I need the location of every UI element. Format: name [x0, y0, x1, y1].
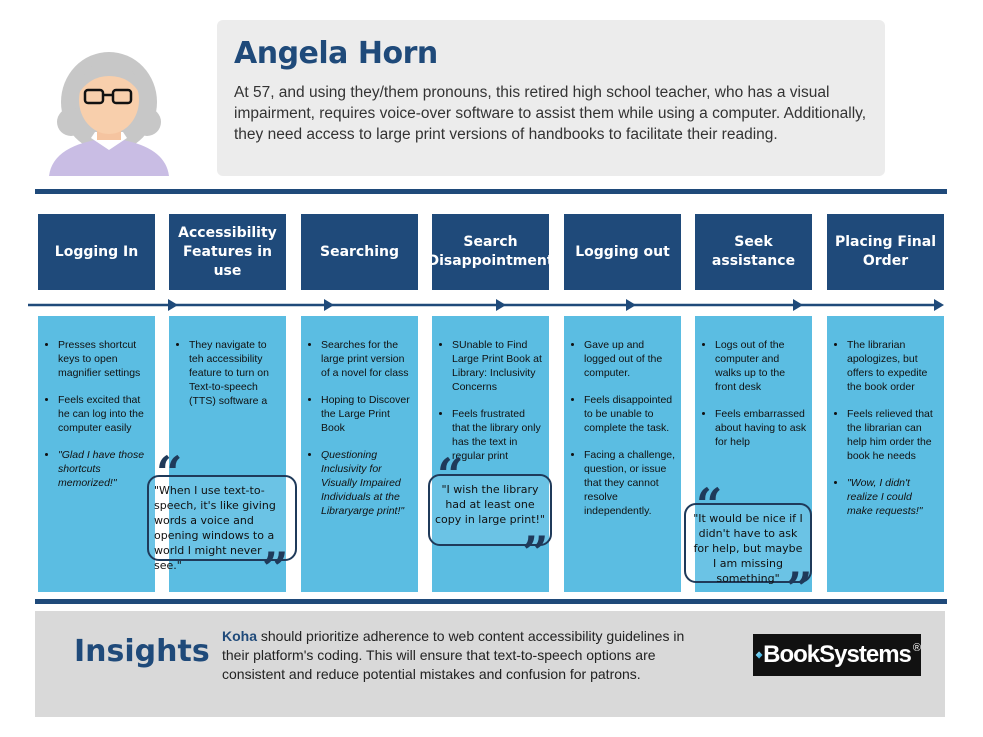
close-quote-icon: ” — [786, 562, 813, 616]
list-item: Feels frustrated that the library only h… — [452, 407, 545, 463]
list-item: "Glad I have those shortcuts memorized!" — [58, 448, 151, 490]
list-item: Logs out of the computer and walks up to… — [715, 338, 808, 394]
list-item: "Wow, I didn't realize I could make requ… — [847, 476, 940, 518]
list-item: Gave up and logged out of the computer. — [584, 338, 677, 380]
column-placing-final-order: The librarian apologizes, but offers to … — [827, 316, 944, 592]
list-item: Feels excited that he can log into the c… — [58, 393, 151, 435]
insights-text: Koha should prioritize adherence to web … — [222, 627, 692, 684]
stage-searching: Searching — [301, 214, 418, 290]
list-item: Feels disappointed to be unable to compl… — [584, 393, 677, 435]
list-item: Presses shortcut keys to open magnifier … — [58, 338, 151, 380]
quote-search-disappointment: "I wish the library had at least one cop… — [428, 474, 552, 546]
list-item: Facing a challenge, question, or issue t… — [584, 448, 677, 518]
diamond-logo-icon — [755, 651, 763, 659]
insights-brand: Koha — [222, 628, 257, 644]
list-item: They navigate to teh accessibility featu… — [189, 338, 282, 408]
column-logging-in: Presses shortcut keys to open magnifier … — [38, 316, 155, 592]
column-searching: Searches for the large print version of … — [301, 316, 418, 592]
quote-seek-assistance: "It would be nice if I didn't have to as… — [684, 503, 812, 585]
stage-search-disappointment: Search Disappointment — [427, 214, 554, 290]
column-logging-out: Gave up and logged out of the computer. … — [564, 316, 681, 592]
list-item: SUnable to Find Large Print Book at Libr… — [452, 338, 545, 394]
list-item: Questioning Inclusivity for Visually Imp… — [321, 448, 414, 518]
close-quote-icon: ” — [262, 542, 289, 596]
timeline-arrow — [28, 299, 944, 311]
logo-text: BookSystems — [763, 641, 912, 668]
open-quote-icon: “ — [156, 446, 183, 500]
bottom-divider — [35, 599, 947, 604]
stage-logging-in: Logging In — [38, 214, 155, 290]
quote-accessibility: "When I use text-to-speech, it's like gi… — [147, 475, 297, 572]
close-quote-icon: ” — [522, 526, 549, 580]
persona-card — [217, 20, 885, 176]
stage-logging-out: Logging out — [564, 214, 681, 290]
persona-avatar — [49, 52, 169, 176]
list-item: Searches for the large print version of … — [321, 338, 414, 380]
list-item: Feels relieved that the librarian can he… — [847, 407, 940, 463]
persona-name: Angela Horn — [234, 36, 438, 71]
stage-placing-final-order: Placing Final Order — [827, 214, 944, 290]
stage-accessibility-features: Accessibility Features in use — [169, 214, 286, 290]
stage-seek-assistance: Seek assistance — [695, 214, 812, 290]
open-quote-icon: “ — [696, 478, 723, 532]
list-item: Feels embarrassed about having to ask fo… — [715, 407, 808, 449]
list-item: Hoping to Discover the Large Print Book — [321, 393, 414, 435]
open-quote-icon: “ — [437, 448, 464, 502]
booksystems-logo: BookSystems ® — [753, 634, 921, 676]
column-seek-assistance: Logs out of the computer and walks up to… — [695, 316, 812, 592]
list-item: The librarian apologizes, but offers to … — [847, 338, 940, 394]
persona-description: At 57, and using they/them pronouns, thi… — [234, 84, 867, 143]
insights-body: should prioritize adherence to web conte… — [222, 628, 685, 682]
top-divider — [35, 189, 947, 194]
column-search-disappointment: SUnable to Find Large Print Book at Libr… — [432, 316, 549, 592]
registered-mark: ® — [912, 642, 921, 654]
insights-title: Insights — [74, 634, 210, 669]
column-accessibility-features: They navigate to teh accessibility featu… — [169, 316, 286, 592]
